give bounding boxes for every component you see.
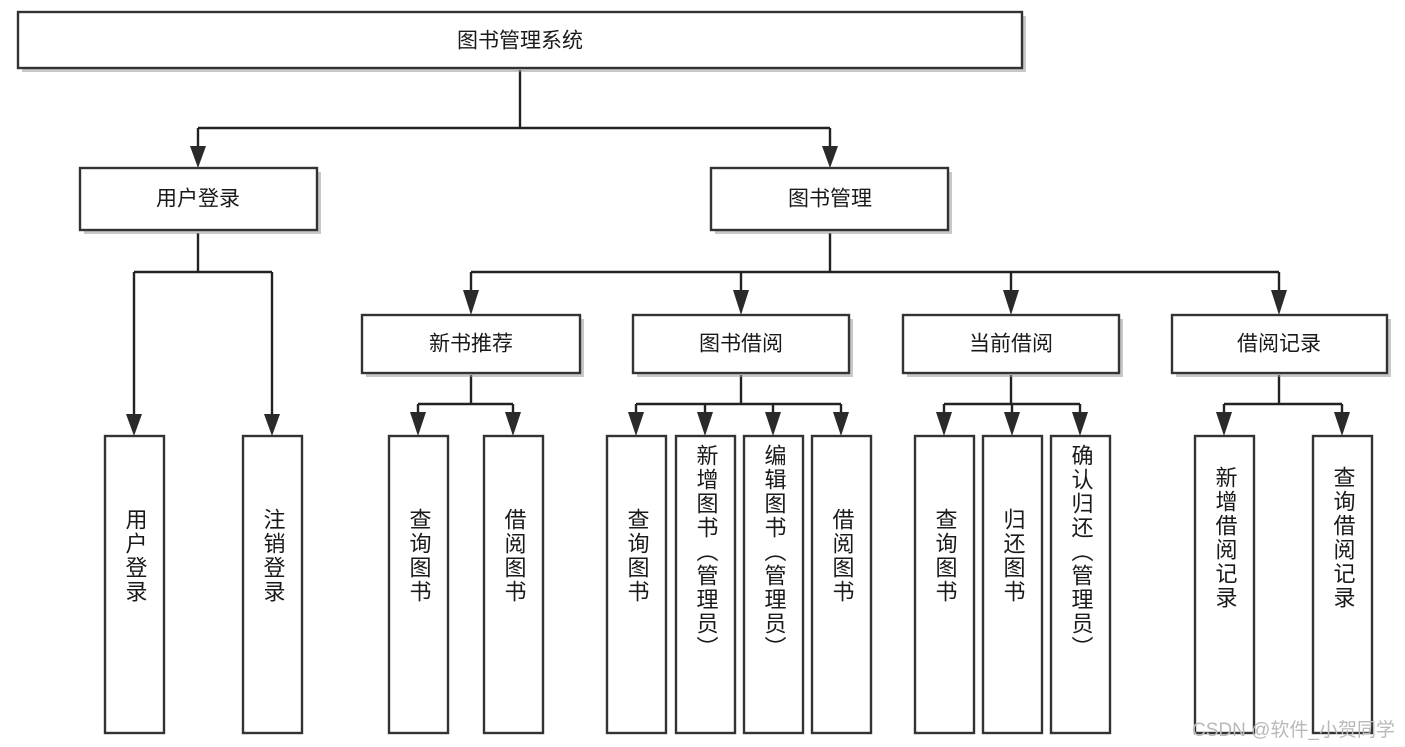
arrow-leaf-logout	[264, 414, 280, 436]
arrow-leaf-return-book	[1004, 412, 1020, 436]
arrow-leaf-query-book-cur	[936, 412, 952, 436]
arrow-leaf-user-login	[126, 414, 142, 436]
node-leaf-confirm-return-box[interactable]	[1049, 434, 1112, 735]
node-new-book-rec-box	[360, 313, 582, 375]
node-user-login-label: 用户登录	[156, 188, 240, 211]
node-book-manage-label: 图书管理	[788, 188, 872, 211]
node-leaf-add-book-box[interactable]	[674, 434, 737, 735]
node-root-box	[16, 10, 1024, 70]
node-book-manage[interactable]: 图书管理	[709, 166, 952, 234]
node-leaf-add-record-box[interactable]	[1193, 434, 1256, 735]
arrow-leaf-query-book-borrow	[628, 412, 644, 436]
node-leaf-borrow-book-rec-box[interactable]	[482, 434, 545, 735]
node-leaf-query-book-rec-box[interactable]	[387, 434, 450, 735]
arrow-leaf-add-book	[697, 412, 713, 436]
arrow-leaf-borrow-book	[833, 412, 849, 436]
node-root-label: 图书管理系统	[457, 30, 583, 53]
leaf-boxes	[103, 434, 1374, 735]
arrow-new-book-rec	[463, 290, 479, 315]
connector-group	[126, 70, 1350, 436]
node-borrow-record[interactable]: 借阅记录	[1170, 313, 1391, 377]
node-borrow-record-box	[1170, 313, 1389, 375]
node-book-borrow-box	[631, 313, 851, 375]
node-new-book-rec[interactable]: 新书推荐	[360, 313, 584, 377]
node-leaf-edit-book-box[interactable]	[742, 434, 805, 735]
node-leaf-user-login-box[interactable]	[103, 434, 166, 735]
node-book-borrow[interactable]: 图书借阅	[631, 313, 853, 377]
node-current-borrow-label: 当前借阅	[969, 333, 1053, 356]
node-user-login[interactable]: 用户登录	[78, 166, 321, 234]
arrow-leaf-borrow-book-rec	[505, 412, 521, 436]
node-leaf-query-book-cur-box[interactable]	[913, 434, 976, 735]
arrow-leaf-add-record	[1216, 412, 1232, 436]
arrow-leaf-query-record	[1334, 412, 1350, 436]
arrow-leaf-query-book-rec	[410, 412, 426, 436]
node-book-manage-box	[709, 166, 950, 232]
node-current-borrow-box	[901, 313, 1121, 375]
arrow-leaf-edit-book	[765, 412, 781, 436]
node-borrow-record-label: 借阅记录	[1237, 333, 1321, 356]
node-leaf-query-record-box[interactable]	[1311, 434, 1374, 735]
node-new-book-rec-label: 新书推荐	[429, 333, 513, 356]
node-leaf-query-book-borrow-box[interactable]	[605, 434, 668, 735]
node-leaf-return-book-box[interactable]	[981, 434, 1044, 735]
arrow-book-manage	[822, 146, 838, 168]
node-current-borrow[interactable]: 当前借阅	[901, 313, 1123, 377]
node-book-borrow-label: 图书借阅	[699, 333, 783, 356]
node-leaf-borrow-book-box[interactable]	[810, 434, 873, 735]
arrow-book-borrow	[733, 290, 749, 315]
arrow-user-login	[190, 146, 206, 168]
node-leaf-logout-box[interactable]	[241, 434, 304, 735]
arrow-leaf-confirm-return	[1072, 412, 1088, 436]
node-user-login-box	[78, 166, 319, 232]
node-root[interactable]: 图书管理系统	[16, 10, 1026, 72]
arrow-current-borrow	[1003, 290, 1019, 315]
arrow-borrow-record	[1271, 290, 1287, 315]
